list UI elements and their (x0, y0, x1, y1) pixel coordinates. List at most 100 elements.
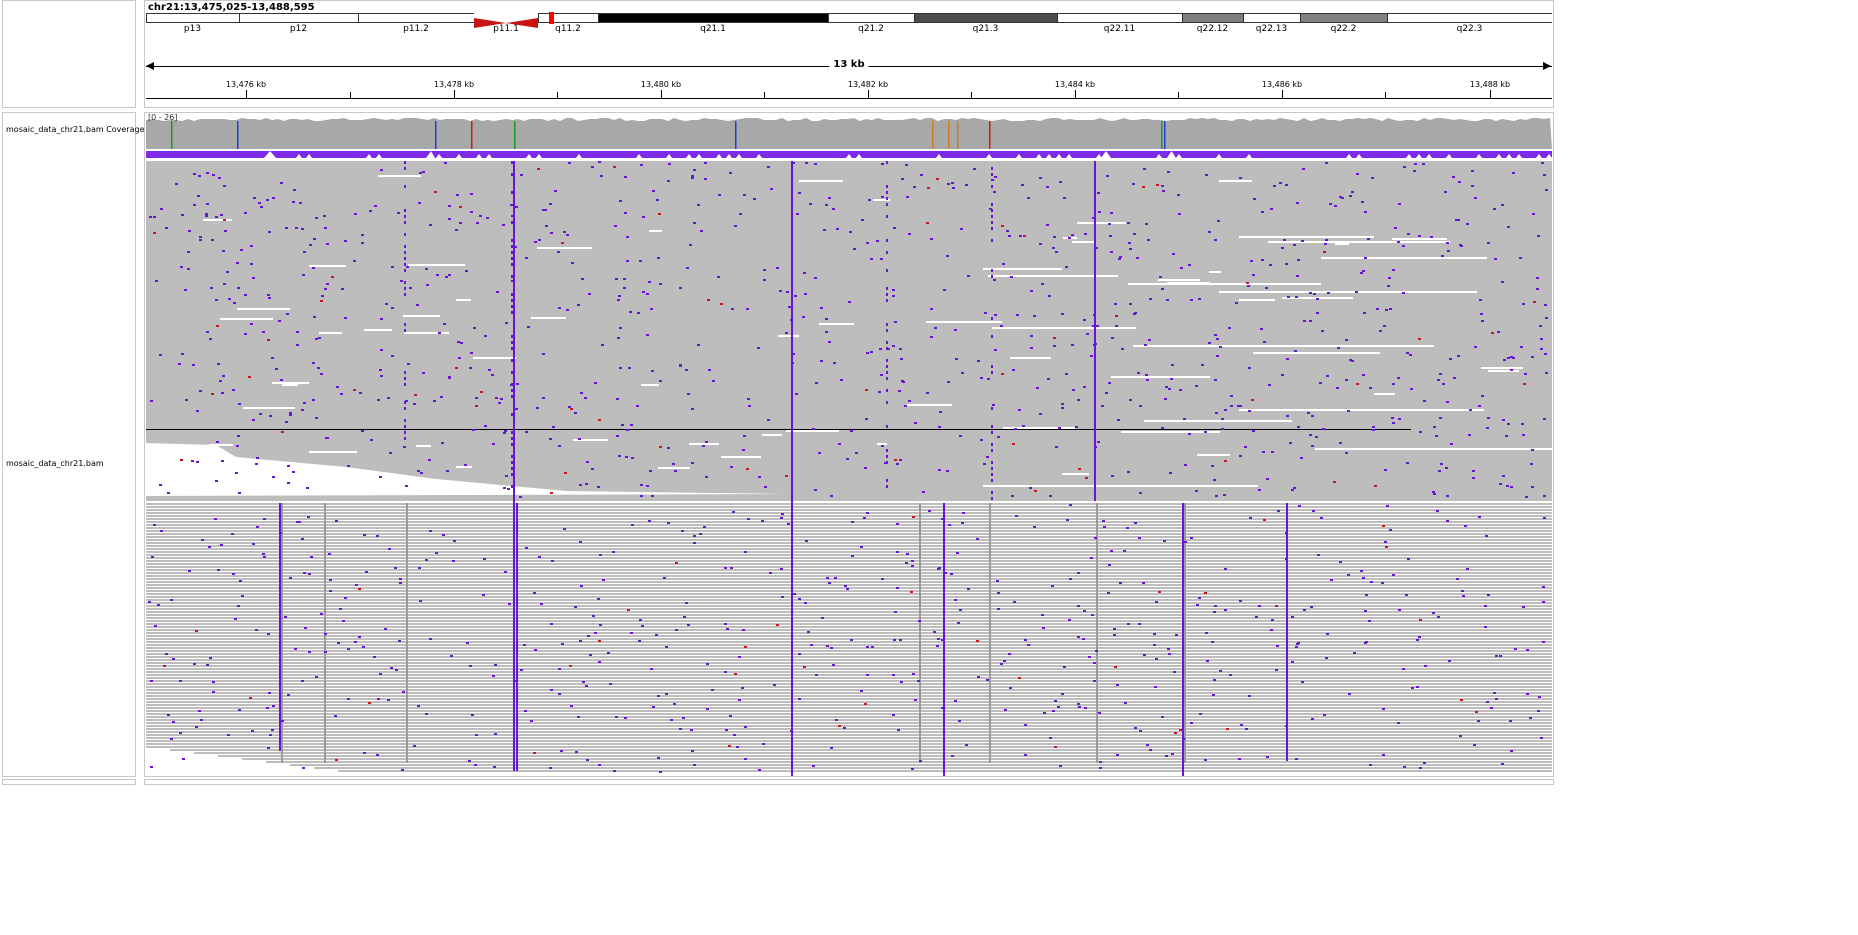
read[interactable] (146, 707, 1552, 709)
read[interactable] (146, 590, 1552, 592)
read[interactable] (146, 584, 1552, 586)
read[interactable] (146, 698, 1552, 700)
read[interactable] (146, 563, 1552, 565)
read[interactable] (146, 608, 1552, 610)
read[interactable] (146, 737, 1552, 739)
read[interactable] (146, 716, 1552, 718)
read[interactable] (146, 695, 1552, 697)
read[interactable] (146, 515, 1552, 517)
read[interactable] (290, 764, 1552, 766)
read[interactable] (146, 548, 1552, 550)
read[interactable] (146, 602, 1552, 604)
read[interactable] (146, 626, 1552, 628)
read[interactable] (146, 605, 1552, 607)
alignment-track[interactable] (146, 161, 1552, 776)
alignment-track-name[interactable]: mosaic_data_chr21.bam (6, 459, 104, 468)
read[interactable] (146, 653, 1552, 655)
read[interactable] (146, 701, 1552, 703)
read[interactable] (146, 581, 1552, 583)
read[interactable] (146, 731, 1552, 733)
coverage-track[interactable] (146, 115, 1552, 149)
read[interactable] (146, 677, 1552, 679)
read[interactable] (146, 611, 1552, 613)
read[interactable] (146, 662, 1552, 664)
read[interactable] (146, 665, 1552, 667)
read[interactable] (146, 656, 1552, 658)
read[interactable] (146, 644, 1552, 646)
band-p12[interactable] (239, 13, 358, 23)
band-q22.2[interactable] (1300, 13, 1387, 23)
read[interactable] (146, 668, 1552, 670)
read[interactable] (146, 566, 1552, 568)
data-panel[interactable]: [0 - 26] (144, 112, 1554, 777)
read[interactable] (146, 743, 1552, 745)
read[interactable] (146, 620, 1552, 622)
read[interactable] (146, 539, 1552, 541)
read[interactable] (146, 569, 1552, 571)
read[interactable] (146, 638, 1552, 640)
read[interactable] (146, 689, 1552, 691)
read[interactable] (146, 632, 1552, 634)
read[interactable] (146, 614, 1552, 616)
read[interactable] (146, 719, 1552, 721)
read[interactable] (146, 704, 1552, 706)
band-q22.3[interactable] (1387, 13, 1552, 23)
read[interactable] (146, 728, 1552, 730)
read[interactable] (146, 674, 1552, 676)
read[interactable] (146, 746, 1552, 748)
read[interactable] (266, 761, 1552, 763)
read[interactable] (146, 623, 1552, 625)
band-q21.2[interactable] (828, 13, 914, 23)
band-p13[interactable] (146, 13, 239, 23)
read[interactable] (146, 575, 1552, 577)
read[interactable] (146, 710, 1552, 712)
read[interactable] (146, 521, 1552, 523)
band-q22.13[interactable] (1243, 13, 1300, 23)
read[interactable] (146, 506, 1552, 508)
read[interactable] (146, 740, 1552, 742)
band-q22.12[interactable] (1182, 13, 1243, 23)
read[interactable] (146, 524, 1552, 526)
read[interactable] (146, 680, 1552, 682)
read[interactable] (146, 593, 1552, 595)
read[interactable] (146, 509, 1552, 511)
read[interactable] (146, 503, 1552, 505)
read[interactable] (146, 617, 1552, 619)
read[interactable] (218, 755, 1552, 757)
read[interactable] (146, 650, 1552, 652)
read[interactable] (146, 545, 1552, 547)
read[interactable] (146, 578, 1552, 580)
read[interactable] (146, 599, 1552, 601)
read[interactable] (146, 647, 1552, 649)
read[interactable] (146, 530, 1552, 532)
band-p11.1[interactable] (474, 13, 538, 28)
band-q21.1[interactable] (598, 13, 828, 23)
read[interactable] (146, 518, 1552, 520)
read[interactable] (146, 554, 1552, 556)
read[interactable] (146, 551, 1552, 553)
read[interactable] (146, 641, 1552, 643)
read[interactable] (146, 635, 1552, 637)
read[interactable] (146, 572, 1552, 574)
read[interactable] (146, 512, 1552, 514)
read[interactable] (314, 767, 1552, 769)
read[interactable] (146, 560, 1552, 562)
read[interactable] (146, 722, 1552, 724)
band-p11.2[interactable] (358, 13, 474, 23)
band-q22.11[interactable] (1057, 13, 1182, 23)
read[interactable] (146, 596, 1552, 598)
read[interactable] (146, 725, 1552, 727)
chromosome-ideogram[interactable] (146, 12, 1552, 28)
coverage-track-name[interactable]: mosaic_data_chr21.bam Coverage (6, 125, 145, 134)
read[interactable] (146, 536, 1552, 538)
read[interactable] (146, 713, 1552, 715)
read[interactable] (146, 659, 1552, 661)
read[interactable] (146, 686, 1552, 688)
read[interactable] (146, 683, 1552, 685)
read[interactable] (146, 629, 1552, 631)
read[interactable] (146, 527, 1552, 529)
band-q11.2[interactable] (538, 13, 598, 23)
read[interactable] (146, 692, 1552, 694)
read[interactable] (146, 734, 1552, 736)
read[interactable] (146, 542, 1552, 544)
